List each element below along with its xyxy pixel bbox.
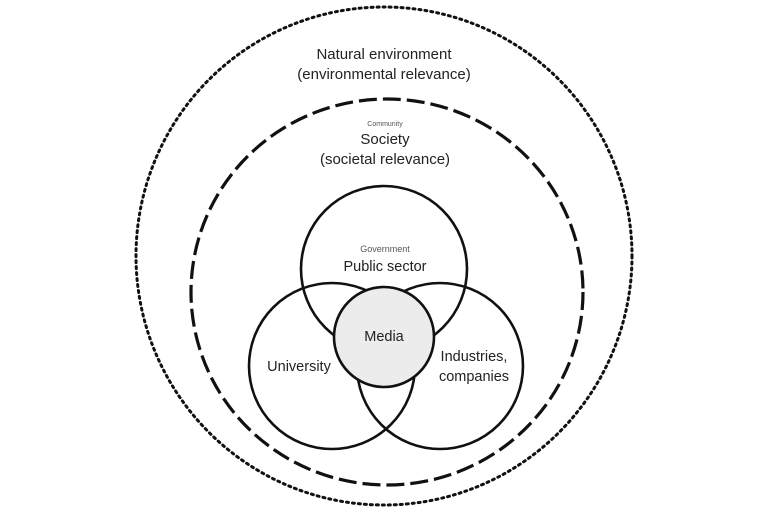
government-label: Government [360, 244, 410, 254]
industries-line1: Industries, [440, 349, 508, 365]
society-title: Society [360, 131, 410, 148]
society-subtitle: (societal relevance) [319, 151, 451, 168]
public-sector-title: Public sector [343, 259, 427, 275]
university-title: University [267, 359, 331, 375]
society-circle [189, 97, 585, 487]
natural-environment-subtitle: (environmental relevance) [297, 66, 471, 83]
community-label: Community [367, 121, 403, 128]
media-title: Media [364, 329, 404, 345]
industries-line2: companies [438, 369, 510, 385]
media-circle [332, 285, 436, 389]
natural-environment-circle [134, 5, 634, 507]
natural-environment-title: Natural environment [316, 46, 452, 63]
